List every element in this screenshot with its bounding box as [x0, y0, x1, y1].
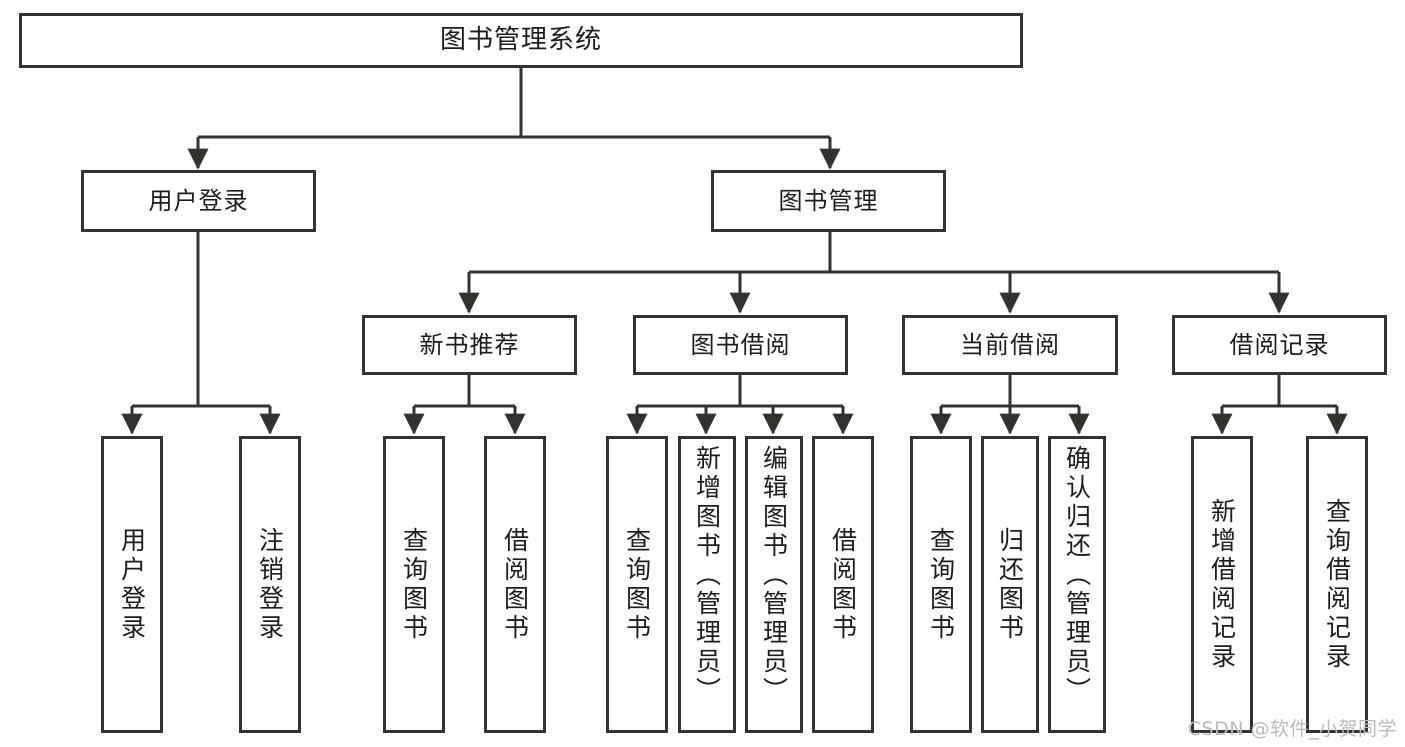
node-book-borrow-label: 图书借阅	[690, 330, 791, 359]
node-leaf-edit-book-label: 编辑图书（管理员）	[759, 445, 789, 706]
node-leaf-return-book-label: 归还图书	[995, 526, 1025, 643]
node-leaf-confirm-return-label: 确认归还（管理员）	[1062, 445, 1092, 706]
node-borrow-record-label: 借阅记录	[1229, 330, 1330, 359]
node-leaf-borrow-book-1[interactable]: 借阅图书	[484, 436, 546, 733]
node-leaf-add-book-label: 新增图书（管理员）	[692, 445, 722, 706]
node-leaf-return-book[interactable]: 归还图书	[981, 436, 1039, 733]
node-leaf-edit-book[interactable]: 编辑图书（管理员）	[745, 436, 803, 733]
watermark: CSDN @软件_小贺同学	[1187, 718, 1397, 740]
node-new-book-recommend-label: 新书推荐	[419, 330, 520, 359]
node-book-borrow[interactable]: 图书借阅	[633, 315, 848, 375]
leaf-inner: 借阅图书	[487, 439, 543, 730]
leaf-inner: 借阅图书	[815, 439, 871, 730]
node-new-book-recommend[interactable]: 新书推荐	[362, 315, 577, 375]
node-leaf-user-logout[interactable]: 注销登录	[239, 436, 301, 733]
node-leaf-query-book-3[interactable]: 查询图书	[910, 436, 972, 733]
node-leaf-query-book-2-label: 查询图书	[622, 526, 652, 643]
node-leaf-query-borrow-record[interactable]: 查询借阅记录	[1306, 436, 1368, 733]
node-book-management[interactable]: 图书管理	[711, 170, 946, 232]
leaf-inner: 新增借阅记录	[1194, 439, 1250, 730]
node-leaf-query-book-3-label: 查询图书	[926, 526, 956, 643]
node-leaf-add-borrow-record-label: 新增借阅记录	[1207, 497, 1237, 672]
node-leaf-borrow-book-2-label: 借阅图书	[828, 526, 858, 643]
node-leaf-user-login-label: 用户登录	[117, 526, 147, 643]
node-user-login-label: 用户登录	[148, 186, 249, 215]
leaf-inner: 编辑图书（管理员）	[748, 439, 800, 736]
leaf-inner: 注销登录	[242, 439, 298, 730]
node-leaf-user-logout-label: 注销登录	[255, 526, 285, 643]
node-book-management-label: 图书管理	[778, 186, 879, 215]
leaf-inner: 查询图书	[609, 439, 665, 730]
node-leaf-user-login[interactable]: 用户登录	[101, 436, 163, 733]
node-leaf-borrow-book-2[interactable]: 借阅图书	[812, 436, 874, 733]
node-leaf-borrow-book-1-label: 借阅图书	[500, 526, 530, 643]
node-leaf-query-book-2[interactable]: 查询图书	[606, 436, 668, 733]
leaf-inner: 查询图书	[913, 439, 969, 730]
node-current-borrow-label: 当前借阅	[960, 330, 1060, 359]
node-current-borrow[interactable]: 当前借阅	[902, 315, 1118, 375]
node-leaf-query-borrow-record-label: 查询借阅记录	[1322, 497, 1352, 672]
leaf-inner: 新增图书（管理员）	[681, 439, 733, 736]
node-root-label: 图书管理系统	[439, 24, 602, 55]
leaf-inner: 查询借阅记录	[1309, 439, 1365, 730]
leaf-inner: 用户登录	[104, 439, 160, 730]
leaf-inner: 归还图书	[984, 439, 1036, 730]
node-borrow-record[interactable]: 借阅记录	[1172, 315, 1387, 375]
node-leaf-query-book-1[interactable]: 查询图书	[383, 436, 445, 733]
node-root[interactable]: 图书管理系统	[19, 13, 1023, 68]
node-leaf-confirm-return[interactable]: 确认归还（管理员）	[1048, 436, 1106, 733]
leaf-inner: 查询图书	[386, 439, 442, 730]
node-user-login[interactable]: 用户登录	[81, 170, 316, 232]
node-leaf-add-book[interactable]: 新增图书（管理员）	[678, 436, 736, 733]
node-leaf-query-book-1-label: 查询图书	[399, 526, 429, 643]
leaf-inner: 确认归还（管理员）	[1051, 439, 1103, 736]
node-leaf-add-borrow-record[interactable]: 新增借阅记录	[1191, 436, 1253, 733]
